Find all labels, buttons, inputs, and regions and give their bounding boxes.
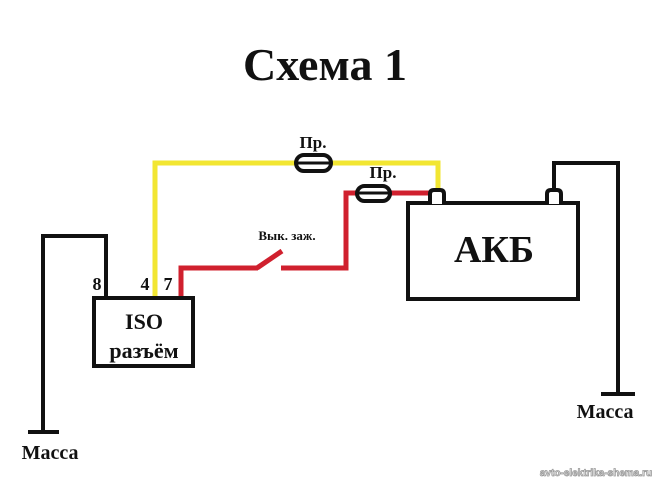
iso-label-line1: ISO [125,309,163,334]
fuse-red-label: Пр. [370,163,397,182]
pin-8-label: 8 [93,274,102,294]
fuse-yellow [294,153,333,173]
battery-positive-terminal [428,188,446,204]
pin-7-label: 7 [164,274,173,294]
battery-negative-terminal [545,188,563,204]
ground-left-label: Масса [22,442,79,464]
battery [406,188,580,301]
iso-connector [92,296,195,368]
red-wire [178,190,436,298]
ground-right-label: Масса [577,401,634,423]
iso-label-line2: разъём [109,338,178,363]
fuse-red [355,184,392,203]
watermark: avto-elektrika-shema.ru [540,468,652,479]
fuse-yellow-label: Пр. [300,133,327,152]
switch-lever [255,248,284,271]
ignition-switch-label: Вык. заж. [258,228,315,243]
ground-wire-right [552,161,635,396]
ground-wire-left [28,234,108,434]
pin-4-label: 4 [141,274,150,294]
diagram-title: Схема 1 [243,39,407,90]
battery-label: АКБ [454,229,534,271]
